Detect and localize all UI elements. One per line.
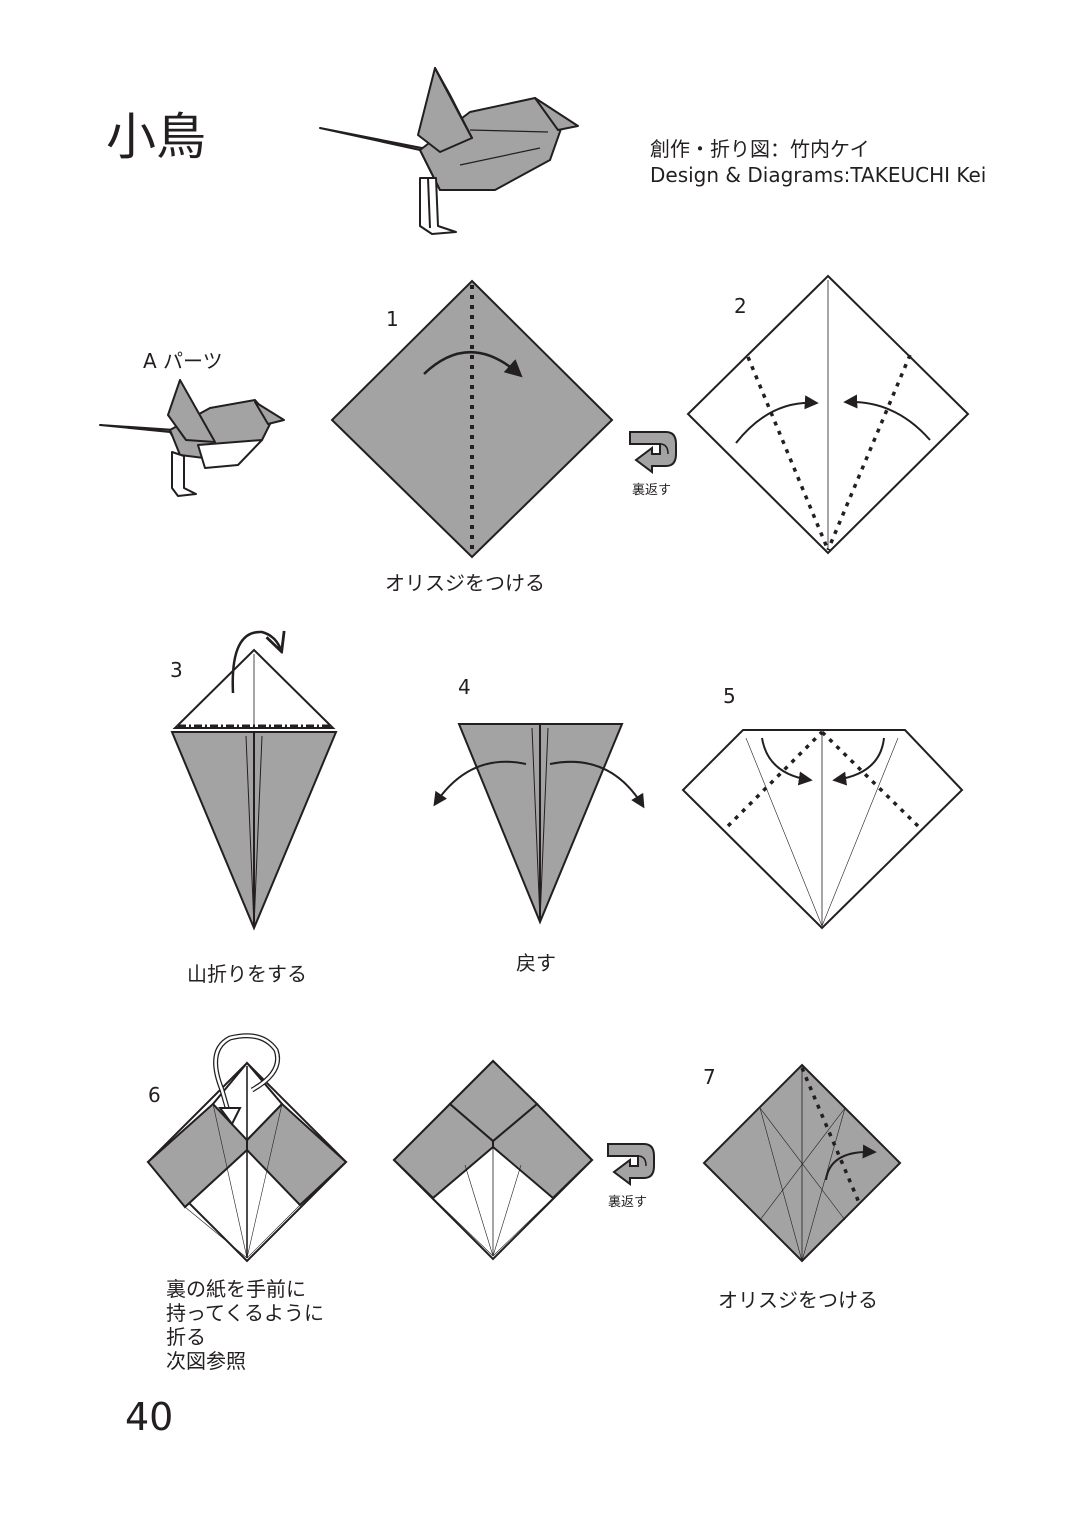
step-number: 3 — [170, 658, 183, 682]
step-number: 2 — [734, 294, 747, 318]
turn-over-label-2: 裏返す — [608, 1195, 648, 1210]
page-title: 小鳥 — [106, 108, 206, 166]
step2-illustration — [686, 274, 970, 555]
turn-over-label: 裏返す — [632, 483, 672, 498]
turn-over-icon-2 — [607, 1143, 655, 1185]
part-a-illustration — [99, 379, 285, 497]
step7-illustration — [702, 1063, 902, 1263]
step7-caption: オリスジをつける — [718, 1288, 878, 1312]
step5-illustration — [681, 729, 964, 930]
part-a-label: A パーツ — [143, 349, 223, 373]
credit-line-en: Design & Diagrams:TAKEUCHI Kei — [650, 163, 987, 187]
credit: 創作・折り図：竹内ケイ Design & Diagrams:TAKEUCHI K… — [650, 136, 986, 188]
step-number: 5 — [723, 684, 736, 708]
step6-caption: 裏の紙を手前に 持ってくるように 折る 次図参照 — [166, 1277, 324, 1373]
turn-over-icon — [629, 431, 677, 473]
finished-bird-illustration — [319, 67, 579, 235]
step6-caption-line: 裏の紙を手前に — [166, 1277, 306, 1301]
step6-caption-line: 折る — [166, 1325, 206, 1349]
step4-illustration — [433, 723, 645, 925]
step1-illustration — [330, 279, 614, 559]
intermediate-illustration — [392, 1059, 594, 1261]
step-number: 4 — [458, 675, 471, 699]
step-number: 1 — [386, 307, 399, 331]
step6-caption-line: 次図参照 — [166, 1349, 246, 1373]
step3-illustration — [170, 630, 338, 931]
step4-caption: 戻す — [516, 951, 556, 975]
step3-caption: 山折りをする — [187, 962, 307, 986]
step1-caption: オリスジをつける — [385, 571, 545, 595]
page-number: 40 — [125, 1395, 174, 1439]
step-number: 7 — [703, 1065, 716, 1089]
step6-caption-line: 持ってくるように — [166, 1301, 324, 1325]
step-number: 6 — [148, 1083, 161, 1107]
credit-line-ja: 創作・折り図：竹内ケイ — [650, 137, 870, 161]
step6-illustration — [146, 1033, 348, 1263]
